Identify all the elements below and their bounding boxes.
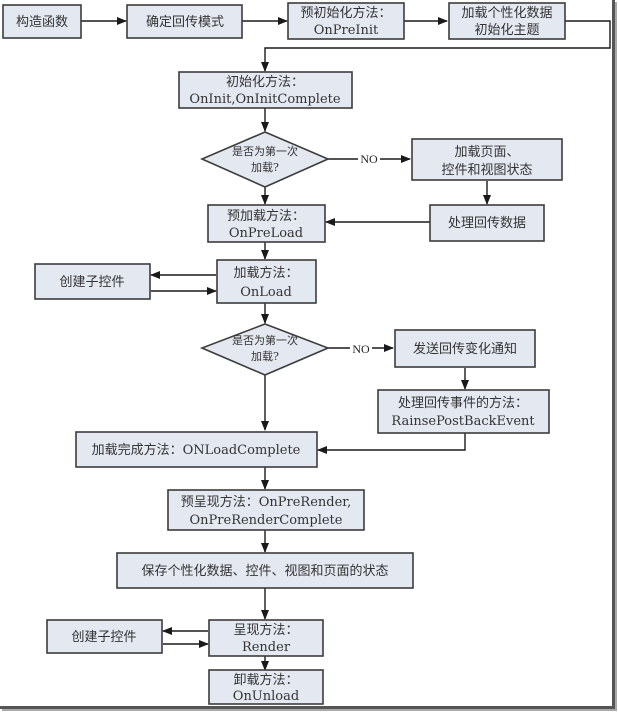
edge-raise-to-loadcomplete [317, 433, 466, 454]
node-unload-line2: OnUnload [233, 689, 299, 704]
node-raise-postback-event-line2: RainsePostBackEvent [391, 414, 535, 429]
node-load-line2: OnLoad [240, 285, 292, 300]
node-prerender: 预呈现方法：OnPreRender, OnPreRenderComplete [167, 489, 365, 531]
node-process-postback: 处理回传数据 [429, 204, 545, 242]
node-constructor-label: 构造函数 [16, 15, 68, 30]
node-load-personalization: 加载个性化数据 初始化主题 [448, 2, 566, 40]
node-save-state: 保存个性化数据、控件、视图和页面的状态 [116, 552, 414, 589]
edge-label-no-2: NO [352, 342, 370, 356]
node-send-change: 发送回传变化通知 [394, 329, 536, 368]
decision-first-load-2-line1: 是否为第一次 [232, 333, 298, 347]
node-load-state-line1: 加载页面、 [454, 145, 519, 160]
node-send-change-label: 发送回传变化通知 [413, 341, 517, 357]
decision-first-load-1-line2: 加载? [251, 161, 279, 174]
node-prerender-line1: 预呈现方法：OnPreRender, [181, 494, 351, 510]
node-unload: 卸载方法： OnUnload [208, 669, 324, 705]
node-load-state-line2: 控件和视图状态 [441, 163, 532, 178]
node-load-state: 加载页面、 控件和视图状态 [411, 138, 563, 181]
node-determine-postback: 确定回传模式 [126, 4, 243, 39]
node-preload: 预加载方法： OnPreLoad [207, 204, 326, 243]
node-load: 加载方法： OnLoad [216, 259, 317, 304]
node-save-state-label: 保存个性化数据、控件、视图和页面的状态 [141, 563, 388, 579]
node-init: 初始化方法： OnInit,OnInitComplete [178, 71, 353, 109]
node-preinit-line1: 预初始化方法： [300, 5, 391, 21]
node-load-complete-label: 加载完成方法：ONLoadComplete [92, 442, 301, 458]
node-load-personalization-line1: 加载个性化数据 [461, 6, 552, 21]
node-raise-postback-event: 处理回传事件的方法： RainsePostBackEvent [377, 389, 550, 434]
node-init-line2: OnInit,OnInitComplete [189, 92, 340, 107]
node-render-line2: Render [242, 640, 291, 655]
decision-first-load-2-line2: 加载? [251, 350, 279, 363]
connectors [81, 17, 611, 671]
node-preinit: 预初始化方法： OnPreInit [287, 2, 405, 40]
node-raise-postback-event-line1: 处理回传事件的方法： [398, 395, 528, 411]
node-preload-line2: OnPreLoad [229, 226, 303, 241]
node-prerender-line2: OnPreRenderComplete [190, 513, 343, 528]
decision-first-load-2: 是否为第一次 加载? [199, 323, 331, 376]
decision-first-load-1-line1: 是否为第一次 [232, 144, 298, 158]
edge-personalization-to-init [261, 20, 611, 72]
edge-label-no-1: NO [360, 152, 378, 166]
node-create-children-2-label: 创建子控件 [71, 630, 136, 645]
node-create-children-2: 创建子控件 [46, 619, 163, 654]
node-create-children-1: 创建子控件 [34, 263, 151, 300]
node-determine-postback-label: 确定回传模式 [146, 15, 224, 30]
node-preload-line1: 预加载方法： [227, 208, 305, 224]
node-load-complete: 加载完成方法：ONLoadComplete [75, 431, 318, 468]
node-create-children-1-label: 创建子控件 [59, 275, 124, 290]
node-render: 呈现方法： Render [208, 619, 324, 657]
node-preinit-line2: OnPreInit [314, 23, 379, 38]
node-load-line1: 加载方法： [233, 265, 298, 281]
node-unload-line1: 卸载方法： [233, 672, 298, 688]
node-render-line1: 呈现方法： [233, 622, 298, 638]
node-constructor: 构造函数 [2, 4, 82, 39]
node-load-personalization-line2: 初始化主题 [474, 23, 539, 38]
node-process-postback-label: 处理回传数据 [448, 216, 526, 231]
decision-first-load-1: 是否为第一次 加载? [200, 131, 330, 188]
node-init-line1: 初始化方法： [226, 74, 304, 90]
